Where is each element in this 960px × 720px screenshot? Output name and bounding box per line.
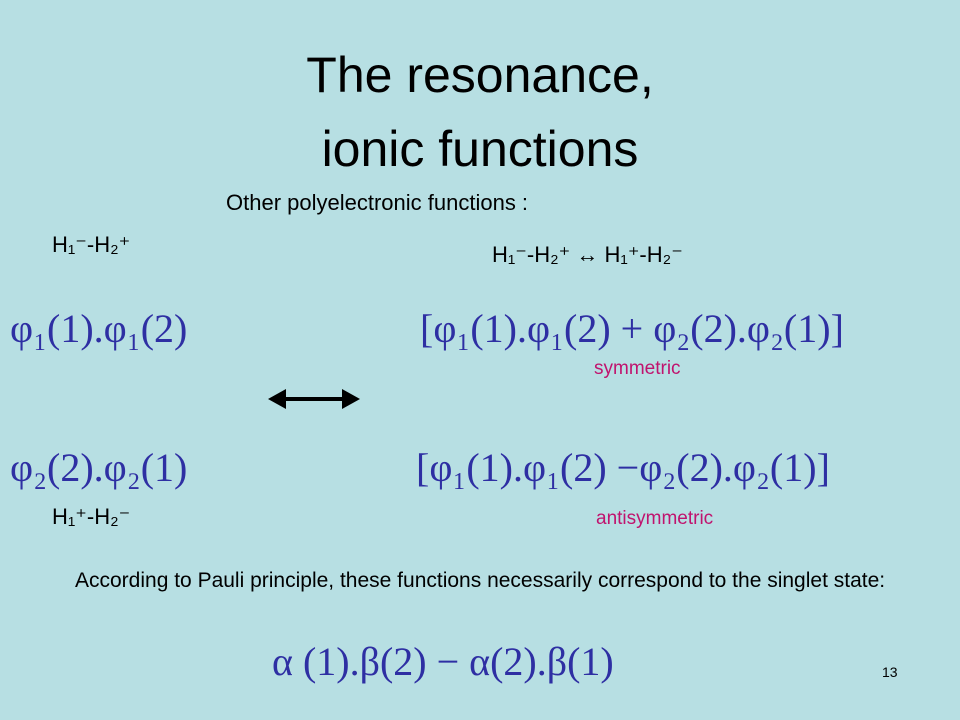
double-arrow-icon: [268, 389, 360, 409]
page-number: 13: [882, 664, 898, 680]
formula-left-top: H₁⁻-H₂⁺: [52, 232, 131, 257]
label-symmetric: symmetric: [594, 358, 681, 379]
label-antisymmetric: antisymmetric: [596, 508, 714, 529]
expr-antisymmetric: [φ₁(1).φ₁(2) −φ₂(2).φ₂(1)]: [416, 445, 830, 490]
expr-phi2: φ₂(2).φ₂(1): [10, 445, 188, 490]
slide-title-line-1: The resonance,: [306, 47, 654, 103]
expr-phi1: φ₁(1).φ₁(2): [10, 306, 188, 351]
expr-symmetric: [φ₁(1).φ₁(2) + φ₂(2).φ₂(1)]: [420, 306, 844, 351]
subtitle: Other polyelectronic functions :: [226, 190, 529, 215]
pauli-paragraph: According to Pauli principle, these func…: [75, 569, 886, 592]
spin-expression: α (1).β(2) − α(2).β(1): [272, 639, 614, 684]
formula-right-top: H₁⁻-H₂⁺ ↔ H₁⁺-H₂⁻: [492, 242, 683, 267]
slide-title-line-2: ionic functions: [321, 121, 639, 177]
formula-left-bottom: H₁⁺-H₂⁻: [52, 504, 131, 529]
